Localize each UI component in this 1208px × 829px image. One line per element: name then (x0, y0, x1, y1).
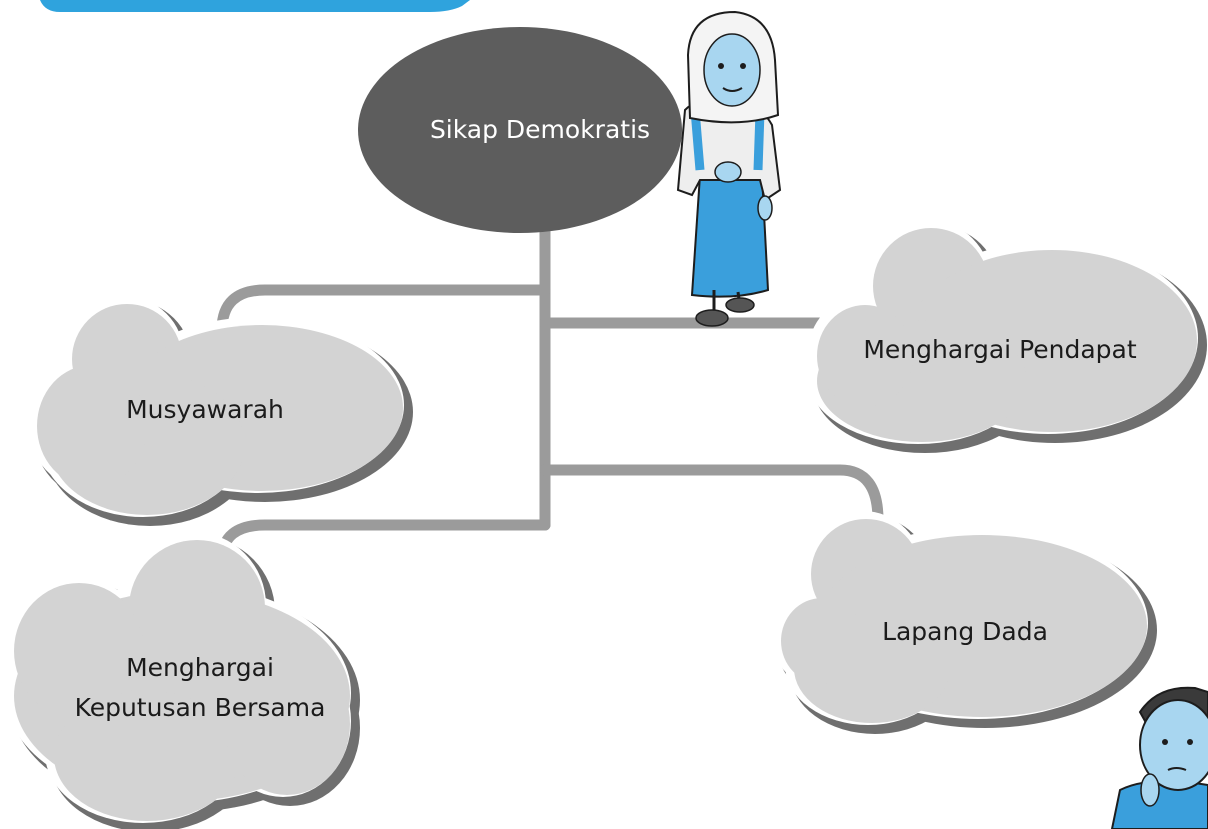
node-label-musyawarah: Musyawarah (126, 395, 284, 424)
cloud-musyawarah (28, 296, 413, 526)
top-banner-bar (40, 0, 470, 12)
cloud-lapang-dada (772, 511, 1157, 734)
cloud-menghargai-keputusan-bersama (5, 532, 360, 829)
root-node-ellipse (358, 27, 682, 233)
node-label-menghargai-keputusan-line2: Keputusan Bersama (74, 693, 326, 722)
connector-lapang-dada (539, 464, 884, 526)
node-label-lapang-dada: Lapang Dada (882, 617, 1048, 646)
node-label-menghargai-pendapat: Menghargai Pendapat (863, 335, 1137, 364)
connector-menghargai-keputusan (216, 519, 551, 566)
boy-character-illustration (1110, 686, 1208, 829)
root-node-label: Sikap Demokratis (429, 115, 651, 144)
cloud-menghargai-pendapat (808, 220, 1207, 453)
girl-character-illustration (676, 10, 782, 327)
node-label-menghargai-keputusan-line1: Menghargai (126, 653, 274, 682)
